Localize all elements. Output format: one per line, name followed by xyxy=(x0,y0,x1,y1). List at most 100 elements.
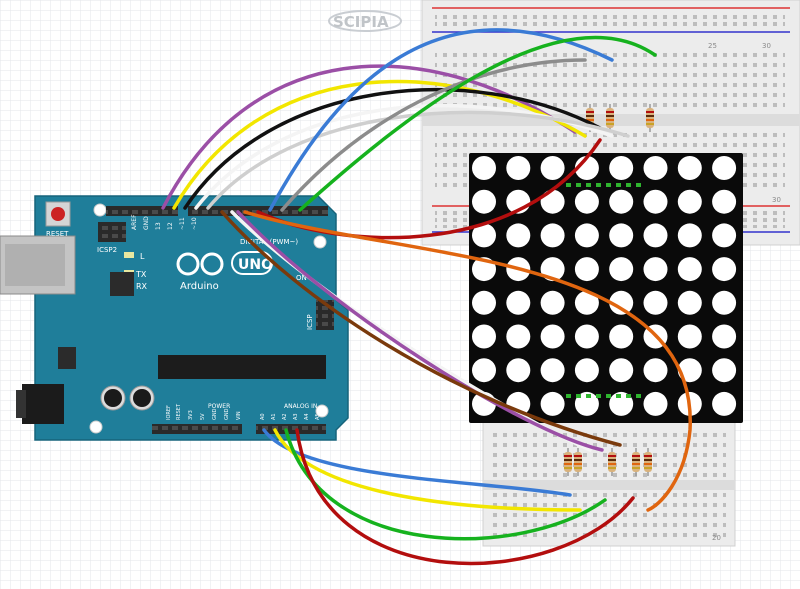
bottom-breadboard: 20 xyxy=(482,421,736,547)
capacitor-1-top xyxy=(104,389,122,407)
a4-label: A4 xyxy=(304,413,310,420)
matrix-pin xyxy=(626,394,631,398)
led-dot xyxy=(609,223,634,248)
icsp-label: ICSP xyxy=(306,314,314,330)
led-dot xyxy=(643,223,668,248)
resistor-band xyxy=(586,111,594,113)
bottom-col-label-20: 20 xyxy=(712,534,721,542)
matrix-pin xyxy=(576,394,581,398)
led-dot xyxy=(506,156,531,180)
arduino-logo: Arduino UNO xyxy=(176,251,273,292)
led-matrix-dots xyxy=(472,156,737,416)
resistor-band xyxy=(586,115,594,117)
matrix-pin xyxy=(616,183,621,187)
top-power-rail xyxy=(435,12,785,28)
gnd-label: GND xyxy=(143,216,150,230)
resistor-band xyxy=(574,459,582,461)
voltage-regulator xyxy=(58,347,76,369)
usb-interface-chip xyxy=(110,272,134,296)
led-l-label: L xyxy=(140,252,145,261)
led-dot xyxy=(643,391,668,416)
uno-label: UNO xyxy=(238,257,273,273)
bottom-hole-block-lower xyxy=(492,492,726,542)
resistor-band xyxy=(564,467,572,469)
digital-header-left-pins xyxy=(106,207,178,215)
matrix-pin xyxy=(616,394,621,398)
matrix-pin xyxy=(596,394,601,398)
wire-black-top xyxy=(183,88,602,210)
resistor-band xyxy=(564,455,572,457)
pin11-label: ~11 xyxy=(179,217,186,230)
resistor-band xyxy=(608,467,616,469)
resistor-band xyxy=(608,463,616,465)
resistor-band xyxy=(564,463,572,465)
led-dot xyxy=(643,257,668,282)
matrix-pin xyxy=(606,183,611,187)
dc-power-jack-front xyxy=(16,390,26,418)
led-dot xyxy=(472,189,496,214)
led-dot xyxy=(712,358,737,383)
matrix-pin xyxy=(636,394,641,398)
a0-label: A0 xyxy=(260,413,266,420)
led-dot xyxy=(540,358,565,383)
wire-green-top xyxy=(298,35,657,212)
top-col-label-25: 25 xyxy=(708,42,717,50)
led-dot xyxy=(609,257,634,282)
resistor-band xyxy=(632,459,640,461)
led-dot xyxy=(472,223,496,248)
reset-button-cap[interactable] xyxy=(51,207,65,221)
resistor-band xyxy=(608,459,616,461)
led-dot xyxy=(677,223,702,248)
a1-label: A1 xyxy=(271,413,277,420)
top-col-label-30-lower: 30 xyxy=(772,196,781,204)
matrix-pin xyxy=(586,394,591,398)
a3-label: A3 xyxy=(293,413,299,420)
led-dot xyxy=(677,189,702,214)
resistor-band xyxy=(644,459,652,461)
a5-label: A5 xyxy=(315,413,321,420)
resistor-band xyxy=(632,455,640,457)
resistor-band xyxy=(632,467,640,469)
atmega-chip xyxy=(158,355,326,379)
vin-label: VIN xyxy=(236,411,242,420)
reset-label: RESET xyxy=(46,230,69,238)
led-dot xyxy=(609,290,634,315)
resistor-band xyxy=(646,123,654,125)
led-dot xyxy=(472,156,496,180)
resistor xyxy=(606,104,614,132)
resistor-band xyxy=(644,467,652,469)
led-dot xyxy=(472,290,496,315)
led-dot xyxy=(677,324,702,349)
wire-gray-top xyxy=(280,58,587,212)
pin10-label: ~10 xyxy=(191,217,198,230)
led-dot xyxy=(609,324,634,349)
icsp2-label: ICSP2 xyxy=(97,246,117,254)
led-dot xyxy=(574,290,599,315)
bottom-center-channel xyxy=(483,480,735,490)
led-dot xyxy=(712,223,737,248)
resistor-band xyxy=(574,467,582,469)
matrix-pin xyxy=(596,183,601,187)
matrix-pin xyxy=(566,183,571,187)
capacitor-2-top xyxy=(133,389,151,407)
matrix-pin xyxy=(636,183,641,187)
led-dot xyxy=(712,324,737,349)
v33-label: 3V3 xyxy=(188,410,194,420)
resistor-band xyxy=(586,119,594,121)
v5-label: 5V xyxy=(200,413,206,420)
led-dot xyxy=(540,391,565,416)
matrix-pin xyxy=(566,394,571,398)
led-dot xyxy=(712,391,737,416)
led-matrix-top-pins xyxy=(566,183,641,187)
resistor-band xyxy=(606,119,614,121)
resistor-band xyxy=(644,455,652,457)
icsp2-header-pins xyxy=(98,222,126,242)
resistor-band xyxy=(646,119,654,121)
bottom-resistors xyxy=(564,448,652,476)
wires xyxy=(161,28,692,566)
power-header-pins xyxy=(152,425,242,433)
led-dot xyxy=(643,358,668,383)
top-resistors xyxy=(586,104,654,132)
